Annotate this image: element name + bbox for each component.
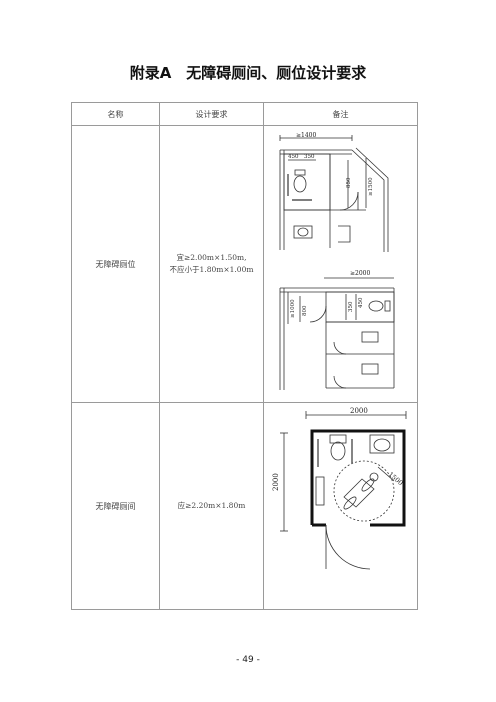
row1-requirement-line1: 宜≥2.00m×1.50m, [176,253,247,262]
dim-1500: ≥1500 [368,177,374,196]
dim-450: 450 [288,154,299,160]
page-title: 附录A 无障碍厕间、厕位设计要求 [129,64,367,82]
row1-requirement: 宜≥2.00m×1.50m, 不应小于1.80m×1.00m [159,125,264,403]
toilet-room-diagram: 2000 2000 1500 [272,407,406,570]
row1-note: ≥1400 450 350 850 ≥1500 [263,125,418,403]
table-header-row: 名称 设计要求 备注 [71,102,418,126]
row1-requirement-line2: 不应小于1.80m×1.00m [169,265,254,274]
header-name: 名称 [71,102,160,126]
stall-plan-diagram-1: ≥1400 450 350 850 ≥1500 [279,132,388,252]
row2-note: 2000 2000 1500 [263,402,418,610]
row2-requirement: 应≥2.20m×1.80m [159,402,264,610]
row2-name: 无障碍厕间 [71,402,160,610]
dim-1000: ≥1000 [290,299,296,318]
dim-800: 800 [302,305,308,316]
dim-height-2000: 2000 [272,473,280,491]
dim-turn-1500: 1500 [386,470,404,487]
table-row-accessible-toilet-room: 无障碍厕间 应≥2.20m×1.80m [71,402,418,610]
header-requirement: 设计要求 [159,102,264,126]
dim-850: 850 [346,177,352,188]
dim-350: 350 [304,154,315,160]
dim-width-2000: 2000 [350,407,368,415]
dim-350-b: 350 [348,301,354,312]
row2-requirement-line1: 应≥2.20m×1.80m [177,501,246,510]
table-row-toilet-stall: 无障碍厕位 宜≥2.00m×1.50m, 不应小于1.80m×1.00m [71,125,418,403]
row1-name: 无障碍厕位 [71,125,160,403]
dim-1400: ≥1400 [296,132,316,139]
dim-2000: ≥2000 [350,270,370,277]
requirements-table: 名称 设计要求 备注 无障碍厕位 宜≥2.00m×1.50m, 不应小于1.80… [71,102,418,610]
header-note: 备注 [263,102,418,126]
page-number: - 49 - [236,655,260,665]
stall-plan-diagram-2: ≥2000 ≥1000 800 350 450 [279,270,394,390]
dim-450-b: 450 [358,297,364,308]
